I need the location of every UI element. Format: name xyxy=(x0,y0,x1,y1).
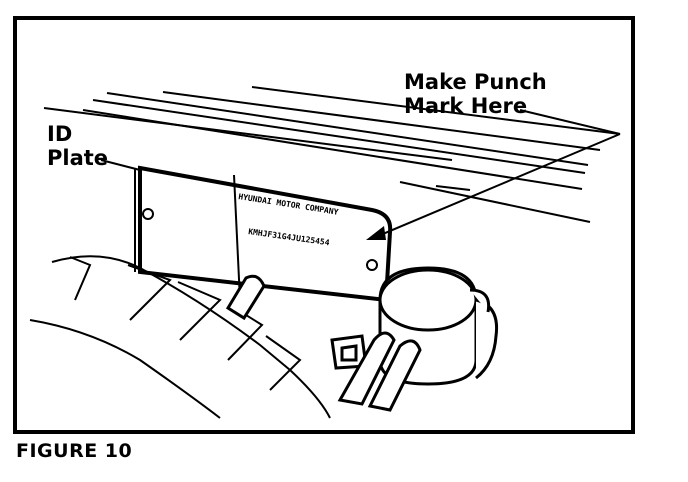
punch-mark-callout: Make Punch Mark Here xyxy=(404,72,547,120)
plate-vin-text: KMHJF31G4JU125454 xyxy=(248,227,331,247)
figure-caption: FIGURE 10 xyxy=(16,440,132,462)
id-plate-callout-line1: ID xyxy=(47,124,108,145)
id-plate-callout: ID Plate xyxy=(47,124,108,172)
svg-text:KMHJF31G4JU125454: KMHJF31G4JU125454 xyxy=(248,227,331,247)
punch-mark-callout-line2: Mark Here xyxy=(404,96,547,117)
id-plate-callout-line2: Plate xyxy=(47,148,108,169)
punch-mark-callout-line1: Make Punch xyxy=(404,72,547,93)
punch-mark-arrowhead xyxy=(366,226,386,240)
